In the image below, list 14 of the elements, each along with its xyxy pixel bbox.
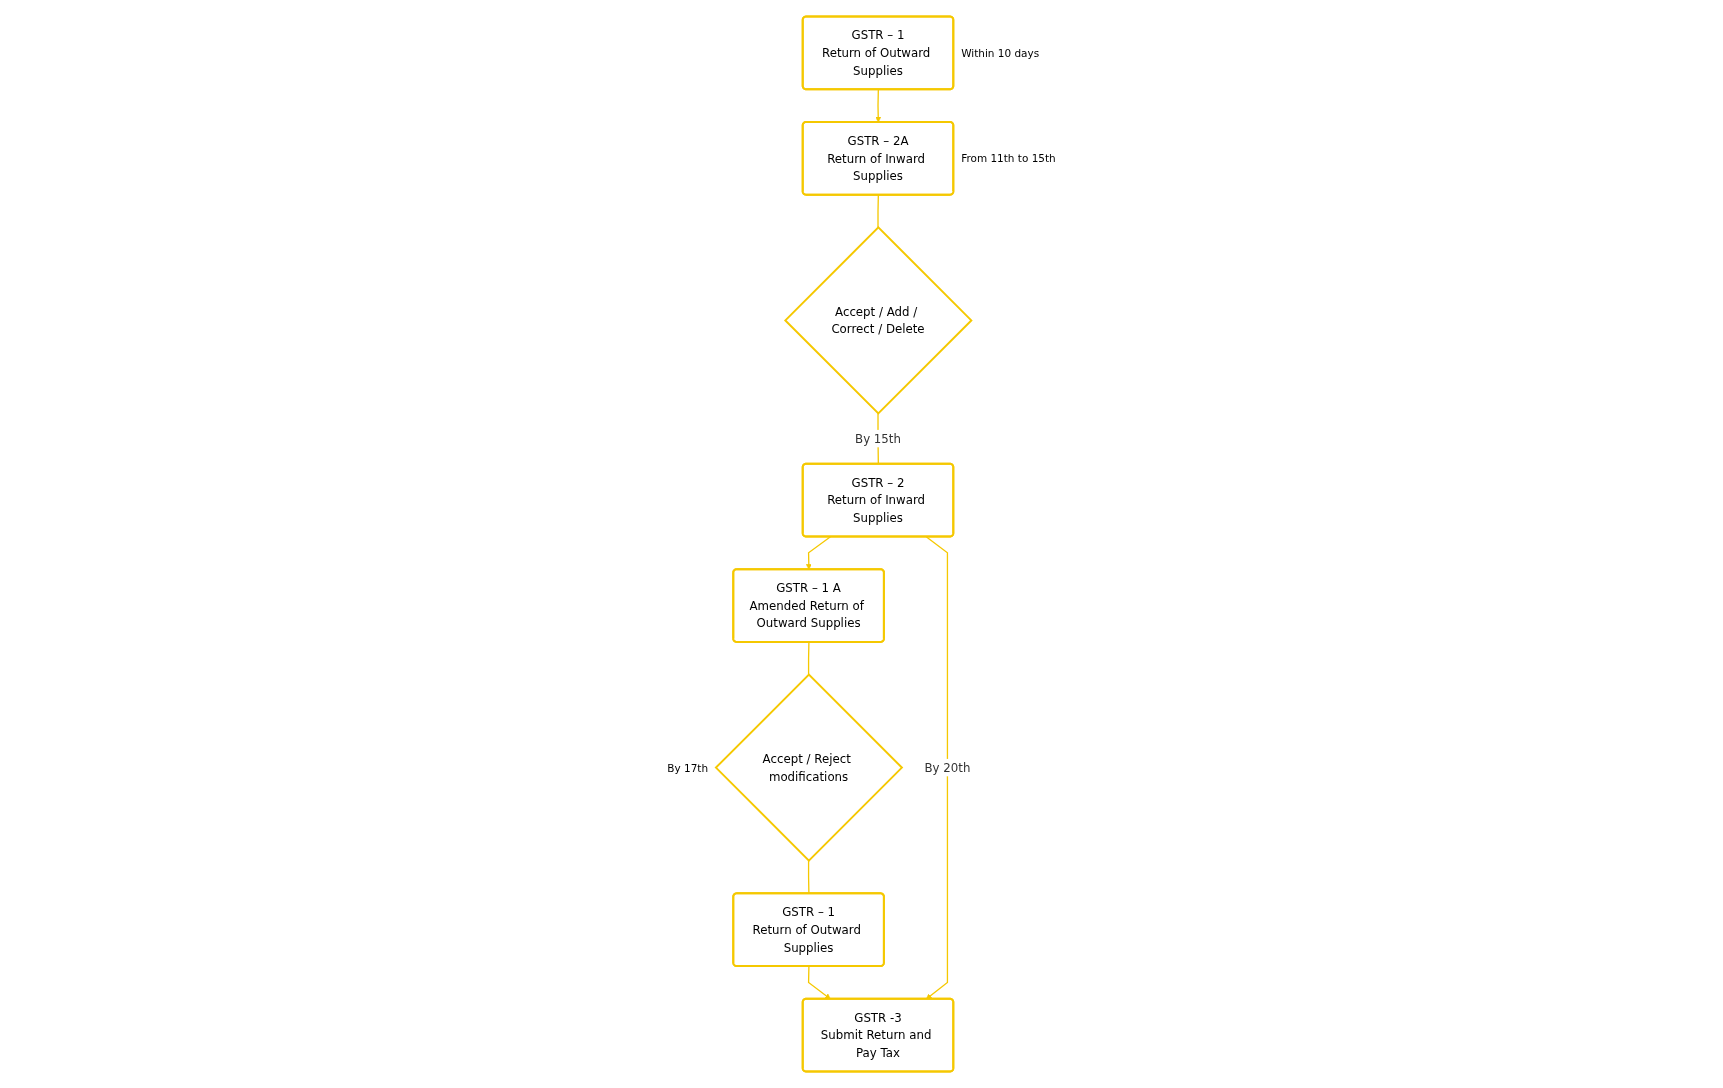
connector	[877, 194, 879, 229]
node-diamond: Accept / Reject modifications	[714, 673, 904, 862]
note-text: By 17th	[667, 761, 709, 774]
note-text: Within 10 days	[961, 46, 1040, 59]
edge-label: By 20th	[924, 760, 971, 775]
arrow	[807, 965, 831, 1000]
connector	[807, 641, 810, 676]
arrow	[875, 88, 882, 123]
arrow	[805, 536, 832, 570]
note-text: From 11th to 15th	[961, 152, 1056, 165]
connector	[807, 859, 810, 895]
node-diamond: Accept / Add / Correct / Delete	[783, 226, 973, 415]
arrow	[925, 536, 949, 1000]
edge-label: By 15th	[855, 431, 901, 446]
